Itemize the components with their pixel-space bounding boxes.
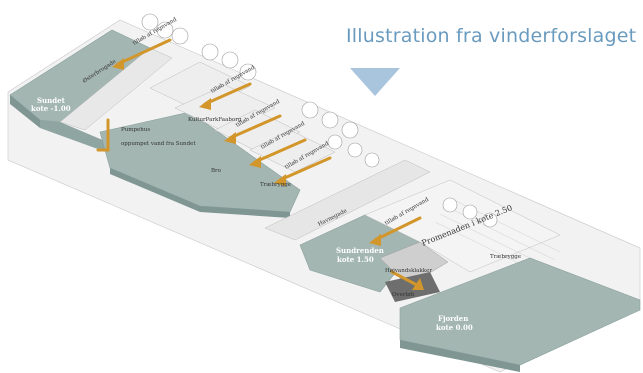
oesterbrogade-road — [59, 47, 173, 131]
label-pumpehus: Pumpehus — [121, 127, 150, 133]
illustration-caption: Illustration fra vinderforslaget — [346, 25, 637, 47]
label-sundrenden-level: kote 1.50 — [337, 255, 374, 264]
fjorden-wall — [400, 340, 520, 372]
label-fjorden-level: kote 0.00 — [436, 323, 473, 332]
weir-dark — [385, 272, 440, 302]
label-traebrygge-2: Træbrygge — [490, 254, 521, 260]
label-traebrygge-1: Træbrygge — [260, 182, 291, 188]
arrow-icon — [96, 38, 422, 286]
arrow-heads — [112, 58, 424, 290]
central-basin-edge — [110, 168, 290, 218]
label-overloeb: Overløb — [392, 292, 415, 298]
label-oppumpet: oppumpet vand fra Sundet — [121, 141, 196, 147]
label-sundet-level: kote -1.00 — [31, 104, 71, 113]
label-fjorden: Fjorden — [438, 314, 468, 323]
tree-icon — [141, 13, 498, 228]
havnegade-road — [264, 159, 431, 241]
kulturpark-blocks — [149, 61, 336, 173]
label-sundrenden: Sundrenden — [336, 246, 384, 255]
label-bro: Bro — [211, 168, 222, 174]
label-hoejvandsklap: Højvandsklakker — [385, 268, 432, 274]
label-sundet: Sundet — [37, 96, 66, 105]
sundet-wall — [10, 95, 40, 128]
label-kulturpark: KulturParkFaaborg — [188, 117, 242, 123]
down-triangle-icon — [350, 68, 400, 96]
